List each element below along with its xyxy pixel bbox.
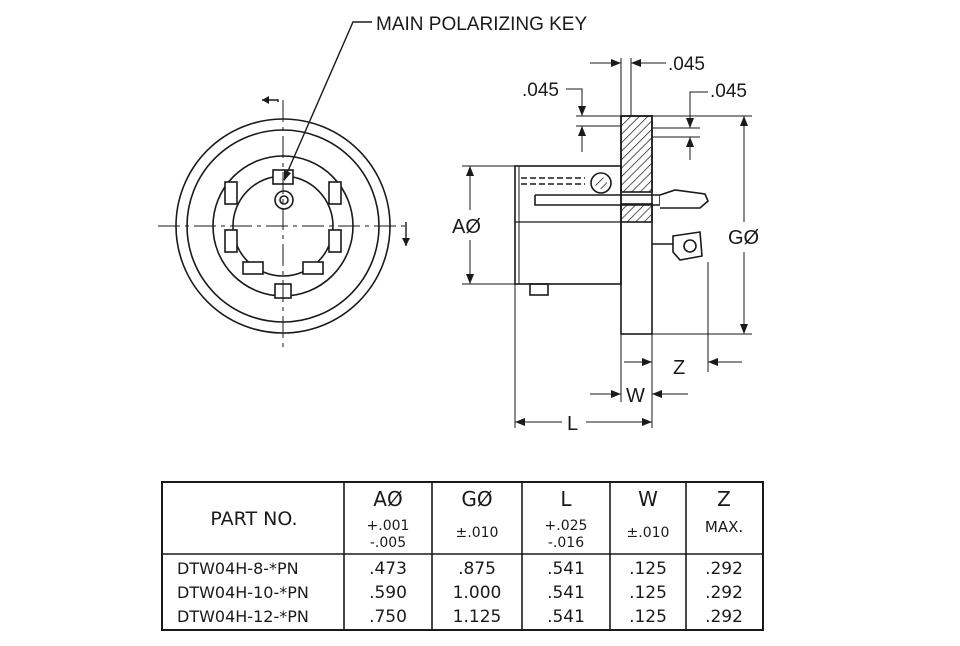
header-w: W bbox=[638, 487, 658, 511]
right-arrow-bottom bbox=[686, 137, 694, 147]
flange-hatch-mid bbox=[620, 203, 653, 223]
g-arrow-bottom bbox=[740, 324, 748, 334]
side-view bbox=[462, 58, 752, 428]
header-a-tol-plus: +.001 bbox=[367, 518, 410, 534]
a-dia-label: AØ bbox=[452, 216, 481, 238]
solder-tab-hole bbox=[683, 239, 697, 253]
dimension-table: PART NO. AØ +.001 -.005 GØ ±.010 L +.025… bbox=[161, 481, 764, 631]
header-z: Z bbox=[717, 487, 731, 511]
key-tab bbox=[328, 181, 342, 205]
callouts: MAIN POLARIZING KEY .045 .045 .045 AØ GØ… bbox=[376, 14, 759, 435]
header-a: AØ bbox=[373, 487, 402, 511]
cell-z: .292 bbox=[705, 607, 743, 627]
oring-inner bbox=[595, 177, 607, 189]
dim-right-label: .045 bbox=[710, 81, 747, 102]
key-leader-head bbox=[284, 170, 291, 181]
key-tab bbox=[224, 181, 238, 205]
dim-left-label: .045 bbox=[522, 80, 559, 101]
l-label: L bbox=[567, 413, 578, 435]
header-l-tol-minus: -.016 bbox=[548, 535, 584, 551]
w-arrow-left bbox=[611, 390, 621, 398]
key-tab bbox=[242, 261, 264, 275]
section-arrow-top-head bbox=[262, 96, 269, 104]
key-tab bbox=[224, 229, 238, 253]
w-label: W bbox=[626, 385, 645, 407]
left-arrow-top bbox=[578, 106, 586, 116]
cell-w: .125 bbox=[629, 607, 667, 627]
l-arrow-left bbox=[515, 418, 525, 426]
g-dia-label: GØ bbox=[728, 227, 759, 249]
cell-part-no: DTW04H-12-*PN bbox=[177, 607, 309, 626]
center-contact bbox=[274, 190, 294, 210]
cell-w: .125 bbox=[629, 559, 667, 579]
key-tab bbox=[328, 229, 342, 253]
section-arrow-right-head bbox=[402, 238, 410, 246]
cell-l: .541 bbox=[547, 607, 585, 627]
cell-g: 1.125 bbox=[453, 607, 502, 627]
right-dim-top bbox=[689, 91, 708, 128]
solder-tab-top bbox=[659, 189, 709, 209]
table-border bbox=[161, 481, 764, 631]
front-view bbox=[158, 21, 410, 350]
a-arrow-top bbox=[466, 166, 474, 176]
dim-top-label: .045 bbox=[668, 54, 705, 75]
header-a-tol-minus: -.005 bbox=[370, 535, 406, 551]
cell-w: .125 bbox=[629, 583, 667, 603]
left-arrow-bottom bbox=[578, 126, 586, 136]
top-arrow-left bbox=[611, 59, 621, 67]
left-dim-top bbox=[566, 88, 583, 116]
key-tab bbox=[302, 261, 324, 275]
cell-a: .750 bbox=[369, 607, 407, 627]
z-arrow-left bbox=[642, 358, 652, 366]
header-l: L bbox=[560, 487, 572, 511]
header-w-tol: ±.010 bbox=[627, 525, 670, 541]
header-z-max: MAX. bbox=[705, 518, 743, 536]
cell-part-no: DTW04H-8-*PN bbox=[177, 559, 299, 578]
cell-g: 1.000 bbox=[453, 583, 502, 603]
a-arrow-bottom bbox=[466, 274, 474, 284]
right-arrow-top bbox=[686, 118, 694, 128]
body-bottom-key bbox=[529, 283, 549, 296]
g-arrow-top bbox=[740, 116, 748, 126]
cell-a: .590 bbox=[369, 583, 407, 603]
cell-z: .292 bbox=[705, 559, 743, 579]
header-g-tol: ±.010 bbox=[456, 525, 499, 541]
cell-a: .473 bbox=[369, 559, 407, 579]
cell-g: .875 bbox=[458, 559, 496, 579]
top-arrow-right bbox=[631, 59, 641, 67]
z-label: Z bbox=[673, 357, 685, 379]
cell-l: .541 bbox=[547, 559, 585, 579]
center-contact-pin bbox=[279, 195, 289, 205]
key-leader bbox=[283, 21, 372, 181]
cell-part-no: DTW04H-10-*PN bbox=[177, 583, 309, 602]
header-l-tol-plus: +.025 bbox=[545, 518, 588, 534]
header-g: GØ bbox=[461, 487, 492, 511]
l-arrow-right bbox=[642, 418, 652, 426]
key-note-label: MAIN POLARIZING KEY bbox=[376, 14, 587, 35]
cell-z: .292 bbox=[705, 583, 743, 603]
z-arrow-right bbox=[708, 358, 718, 366]
header-part-no: PART NO. bbox=[210, 508, 297, 530]
w-arrow-right bbox=[652, 390, 662, 398]
flange-hatch-top bbox=[620, 115, 653, 193]
cell-l: .541 bbox=[547, 583, 585, 603]
solder-tab-bottom bbox=[672, 231, 703, 261]
